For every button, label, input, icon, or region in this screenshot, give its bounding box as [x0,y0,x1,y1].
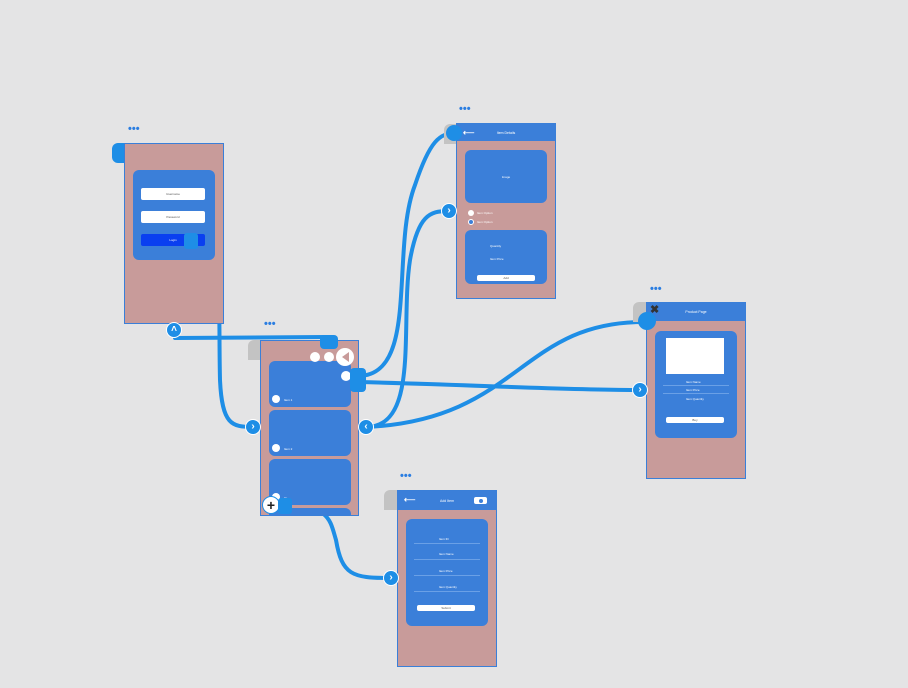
back-arrow-icon[interactable]: ⟵ [463,128,475,137]
wire-back-to-login [173,335,328,340]
back-arrow-icon[interactable]: ⟵ [404,495,416,504]
chevron-right-icon[interactable]: › [245,419,261,435]
item-quantity-field[interactable]: Item Quantity [439,585,457,589]
list-item[interactable] [269,508,351,515]
login-card: Username Password Login [133,170,215,260]
circle-icon[interactable] [341,371,351,381]
wire-list-to-details [356,131,458,378]
divider [414,559,480,560]
item-details-frame[interactable]: ⟵ Item Details Image Item Option Item Op… [456,123,556,299]
radio-option-2[interactable] [468,219,474,225]
login-menu-dots[interactable]: ••• [128,123,140,135]
item-label: Item 2 [284,447,293,451]
additem-card: Item ID Item Name Item Price Item Quanti… [406,519,488,626]
username-field[interactable]: Username [141,188,205,200]
password-field[interactable]: Password [141,211,205,223]
radio-option-1[interactable] [468,210,474,216]
chevron-up-icon[interactable]: ˄ [166,322,182,338]
camera-icon[interactable] [474,497,487,504]
product-quantity-label: Item Quantity [686,397,704,401]
add-connector[interactable] [278,498,292,514]
item-thumb-icon [272,444,280,452]
option-label: Item Option [477,211,493,215]
product-card: Item Name Item Price Item Quantity Buy [655,331,737,438]
buy-button[interactable]: Buy [666,417,724,423]
list-output-connector[interactable] [350,368,366,392]
details-input-connector[interactable] [446,125,462,141]
details-title: Item Details [496,130,516,135]
login-output-connector[interactable] [184,233,198,249]
chevron-right-icon[interactable]: › [383,570,399,586]
divider [414,543,480,544]
circle-icon[interactable] [310,352,320,362]
divider [663,385,729,386]
chevron-right-icon[interactable]: › [441,203,457,219]
item-id-field[interactable]: Item ID [439,537,449,541]
details-menu-dots[interactable]: ••• [459,103,471,115]
quantity-label: Quantity [490,244,502,248]
additem-frame-tab[interactable] [384,490,400,510]
item-price-field[interactable]: Item Price [439,569,453,573]
add-button[interactable]: Add [477,275,535,281]
image-label: Image [501,174,511,179]
option-label: Item Option [477,220,493,224]
divider [414,591,480,592]
additem-header: ⟵ Add Item [398,491,496,510]
close-x-icon[interactable]: ✖ [650,304,660,316]
additem-title: Add Item [439,498,454,503]
product-name-label: Item Name [686,380,701,384]
wire-list-to-product [356,380,642,392]
wire-list-to-details-2 [364,209,450,429]
submit-button[interactable]: Submit [417,605,475,611]
price-label: Item Price [490,257,504,261]
divider [414,575,480,576]
product-header: Product Page [647,303,745,321]
item-name-field[interactable]: Item Name [439,552,454,556]
divider [663,393,729,394]
list-menu-dots[interactable]: ••• [264,318,276,330]
product-page-frame[interactable]: Product Page Item Name Item Price Item Q… [646,302,746,479]
item-thumb-icon [272,395,280,403]
circle-icon[interactable] [324,352,334,362]
product-input-connector[interactable] [638,312,656,330]
wire-list-to-product-2 [364,319,649,429]
product-title: Product Page [685,310,707,314]
item-list-frame[interactable]: Item 1 Item 2 Ite [260,340,359,516]
list-top-connector[interactable] [320,335,338,349]
purchase-card: Quantity Item Price Add [465,230,547,284]
image-placeholder: Image [465,150,547,203]
login-frame-tab[interactable] [112,143,126,163]
product-menu-dots[interactable]: ••• [650,283,662,295]
item-label: Item 1 [284,398,293,402]
add-item-frame[interactable]: ⟵ Add Item Item ID Item Name Item Price … [397,490,497,667]
chevron-right-icon[interactable]: › [632,382,648,398]
speaker-icon[interactable] [336,348,354,366]
chevron-left-icon[interactable]: ‹ [358,419,374,435]
list-item[interactable]: Item 1 [269,361,351,407]
login-frame[interactable]: Username Password Login [124,143,224,324]
product-price-label: Item Price [686,388,700,392]
list-item[interactable]: Item 2 [269,410,351,456]
details-header: ⟵ Item Details [457,124,555,141]
product-image [666,338,724,374]
additem-menu-dots[interactable]: ••• [400,470,412,482]
list-item[interactable]: Ite [269,459,351,505]
